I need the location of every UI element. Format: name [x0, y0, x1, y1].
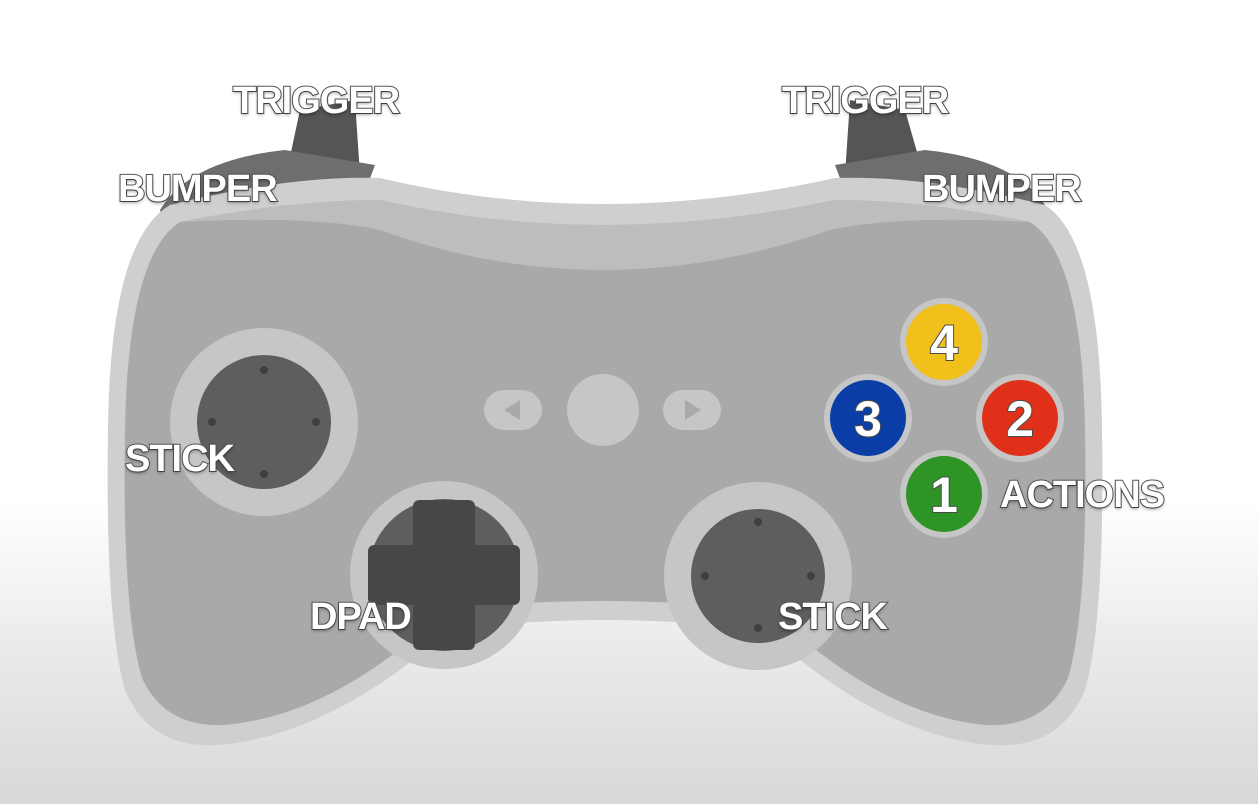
svg-text:1: 1	[930, 467, 958, 523]
svg-text:3: 3	[854, 391, 882, 447]
left-stick	[170, 328, 358, 516]
center-buttons	[484, 374, 721, 446]
bumper-right-label: BUMPER	[921, 168, 1083, 210]
action-button-2: 2	[976, 374, 1064, 462]
action-button-3: 3	[824, 374, 912, 462]
bumper-left-label: BUMPER	[117, 168, 279, 210]
action-button-1: 1	[900, 450, 988, 538]
dpad-label: DPAD	[309, 596, 413, 638]
actions-label: ACTIONS	[999, 474, 1166, 516]
action-button-4: 4	[900, 298, 988, 386]
stick-left-label: STICK	[124, 438, 236, 480]
trigger-left-label: TRIGGER	[232, 80, 401, 122]
svg-text:2: 2	[1006, 391, 1034, 447]
controller-top-band	[180, 200, 1030, 270]
stick-right-label: STICK	[777, 596, 889, 638]
right-stick	[664, 482, 852, 670]
svg-text:4: 4	[930, 315, 958, 371]
dpad	[350, 481, 538, 669]
trigger-right-label: TRIGGER	[781, 80, 950, 122]
